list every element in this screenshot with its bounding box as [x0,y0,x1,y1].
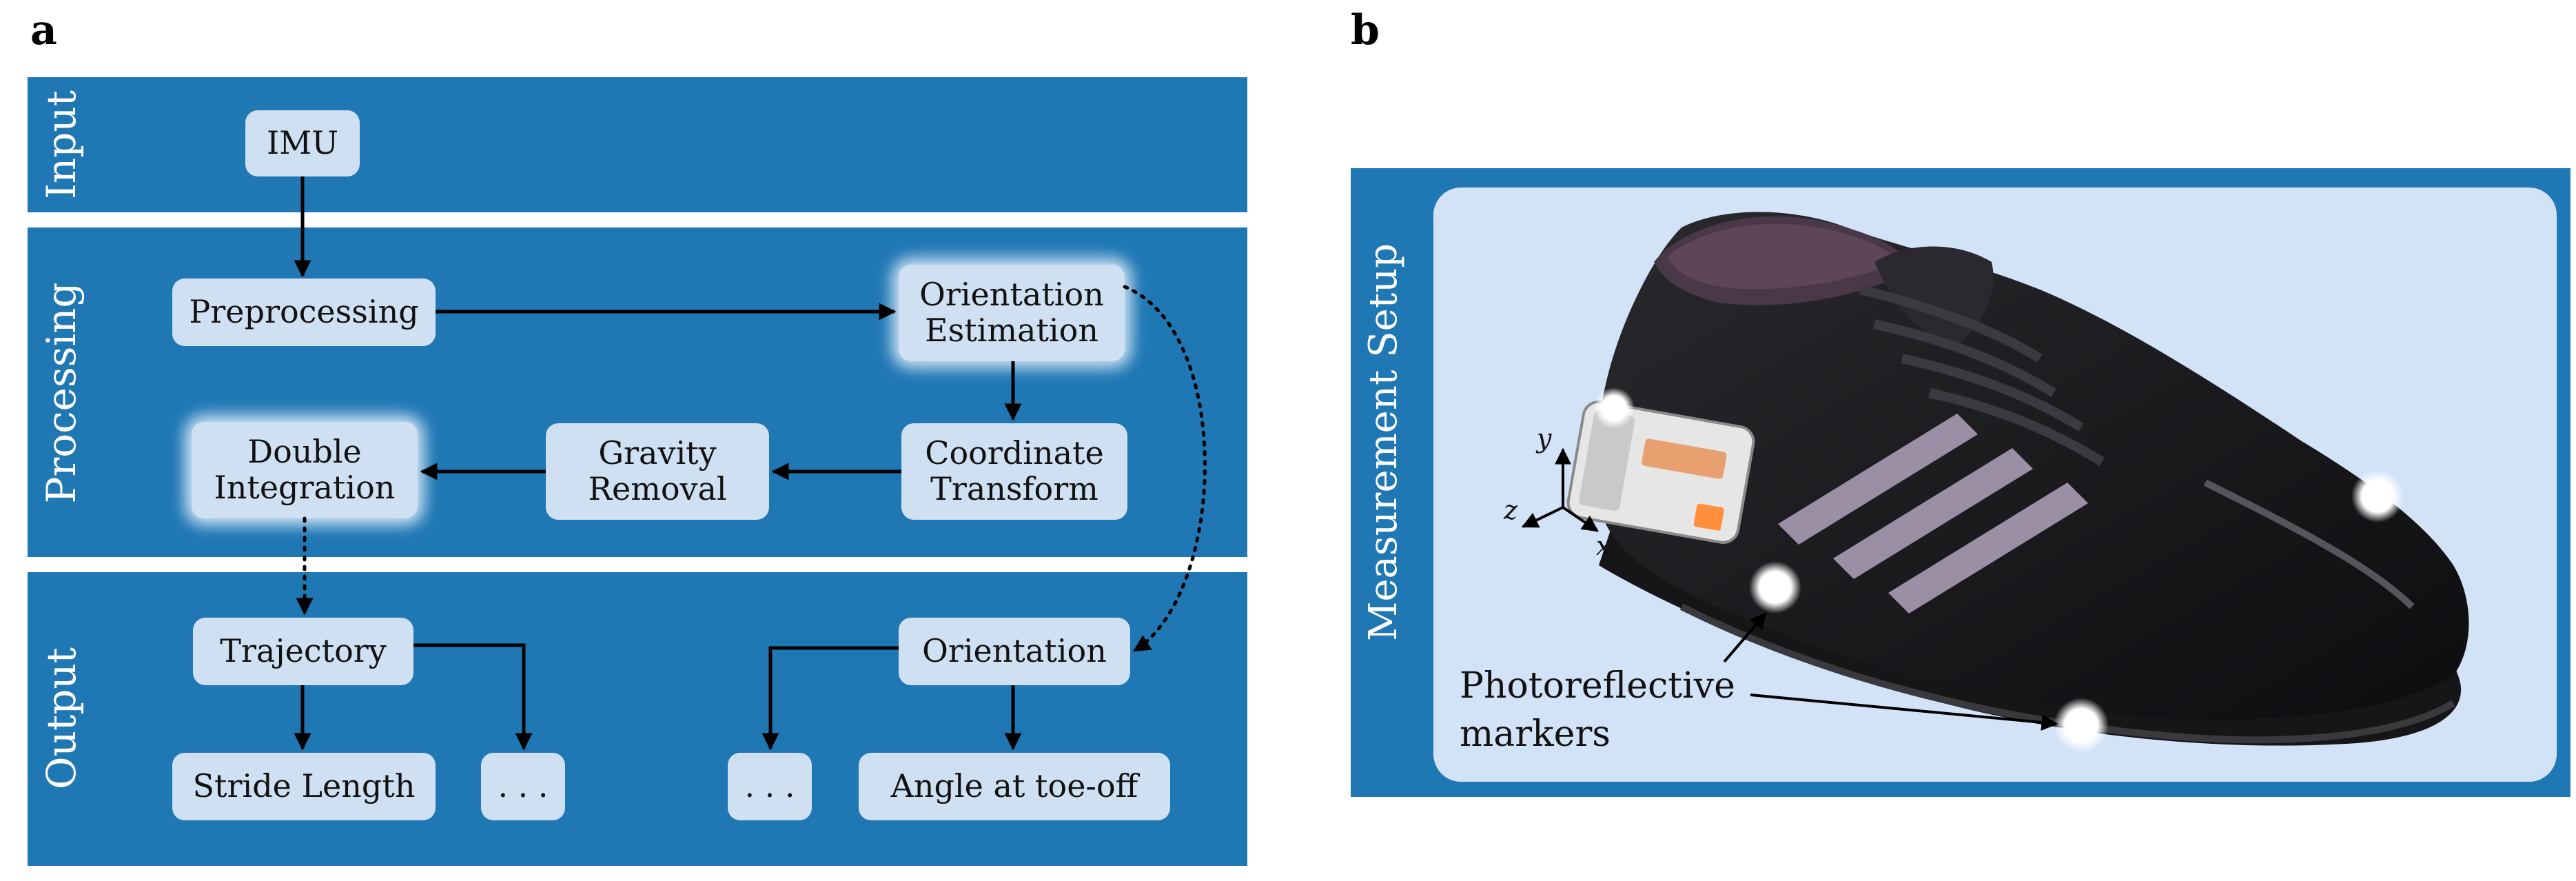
measurement-setup-label: Measurement Setup [1361,243,1406,641]
panel-label-a: a [30,6,57,54]
output-band [28,572,1247,866]
stride-length-node: Stride Length [172,753,436,820]
orientation-estimation-node-label: Orientation Estimation [919,276,1104,349]
angle-toe-off-node-label: Angle at toe-off [890,767,1138,805]
imu-node-label: IMU [266,124,339,162]
double-integration-node: Double Integration [192,422,418,518]
panel-label-b: b [1351,6,1380,54]
output-band-label: Output [38,647,85,790]
double-integration-node-label: Double Integration [214,433,396,506]
preprocessing-node-label: Preprocessing [189,293,419,331]
axis-label-y: y [1537,423,1552,454]
trajectory-node: Trajectory [193,618,413,685]
axis-label-x: x [1596,531,1611,561]
orientation-node: Orientation [899,618,1130,685]
orientation-estimation-node: Orientation Estimation [899,265,1125,361]
coordinate-transform-node: Coordinate Transform [901,423,1127,520]
coordinate-transform-node-label: Coordinate Transform [925,434,1104,507]
ellipsis-left-node: . . . [481,753,565,820]
imu-node: IMU [245,110,360,176]
gravity-removal-node-label: Gravity Removal [588,434,727,507]
photoreflective-markers-label: Photoreflective markers [1460,665,1735,756]
input-band-label: Input [38,90,85,200]
ellipsis-right-node-label: . . . [744,767,795,805]
orientation-node-label: Orientation [922,632,1107,670]
stride-length-node-label: Stride Length [192,767,416,805]
trajectory-node-label: Trajectory [220,632,387,670]
gravity-removal-node: Gravity Removal [546,423,769,520]
preprocessing-node: Preprocessing [172,279,436,346]
ellipsis-left-node-label: . . . [498,767,549,805]
angle-toe-off-node: Angle at toe-off [859,753,1170,820]
processing-band-label: Processing [38,282,85,504]
input-band [28,77,1247,212]
ellipsis-right-node: . . . [728,753,812,820]
axis-label-z: z [1504,495,1518,525]
